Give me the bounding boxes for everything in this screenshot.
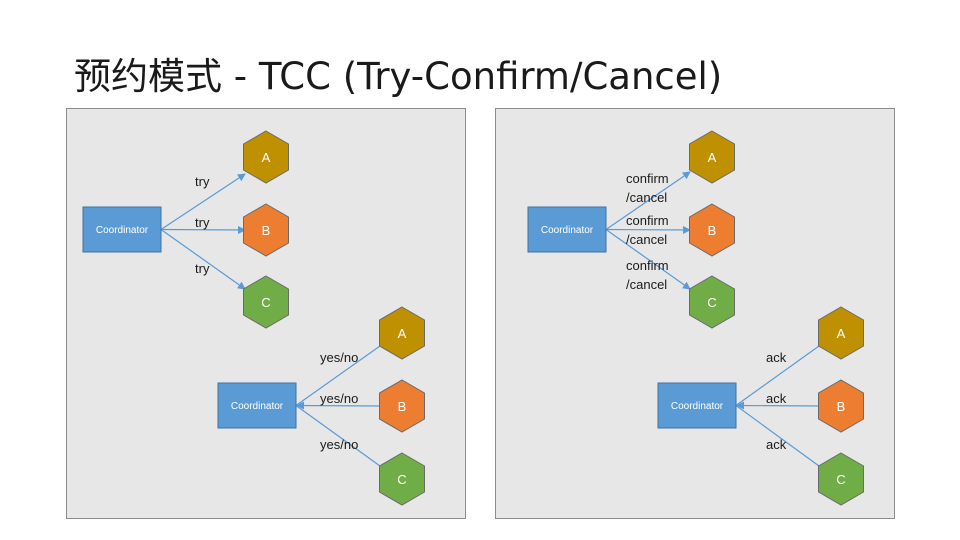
ack-label-c: ack xyxy=(766,437,787,452)
ack-arrow-b xyxy=(735,404,820,407)
participant-a-left-top-label: A xyxy=(262,150,271,165)
confirm-label-c-line-2: /cancel xyxy=(626,277,667,292)
ack-arrow-c xyxy=(735,405,820,467)
coordinator-right-bottom xyxy=(657,382,737,429)
ack-label-b: ack xyxy=(766,391,787,406)
participant-a-right-bottom-label: A xyxy=(837,326,846,341)
yesno-label-b: yes/no xyxy=(320,391,358,406)
participant-a-left-bottom xyxy=(379,306,425,360)
try-label-a: try xyxy=(195,174,210,189)
confirm-label-a-line-2: /cancel xyxy=(626,190,667,205)
confirm-arrow-b xyxy=(605,225,691,234)
coordinator-left-bottom-label: Coordinator xyxy=(231,401,284,412)
coordinator-right-bottom-label: Coordinator xyxy=(671,401,724,412)
try-arrow-b xyxy=(160,225,246,234)
participant-c-right-top xyxy=(689,275,735,329)
participant-b-left-bottom-label: B xyxy=(398,399,407,414)
coordinator-left-bottom xyxy=(217,382,297,429)
yesno-label-a: yes/no xyxy=(320,350,358,365)
coordinator-right-top-label: Coordinator xyxy=(541,225,594,236)
participant-c-left-bottom xyxy=(379,452,425,506)
ack-arrowhead xyxy=(736,401,744,410)
participant-b-right-bottom xyxy=(818,379,864,433)
participant-c-right-bottom xyxy=(818,452,864,506)
coordinator-left-top-label: Coordinator xyxy=(96,225,149,236)
coordinator-right-top xyxy=(527,206,607,253)
confirm-label-b-line-2: /cancel xyxy=(626,232,667,247)
participant-b-right-top xyxy=(689,203,735,257)
coordinator-left-top xyxy=(82,206,162,253)
ack-label-a: ack xyxy=(766,350,787,365)
confirm-label-c-line-1: confirm xyxy=(626,258,669,273)
confirm-arrow-a xyxy=(605,171,691,230)
participant-a-right-top xyxy=(689,130,735,184)
yesno-arrow-a xyxy=(295,345,381,406)
participant-b-left-bottom xyxy=(379,379,425,433)
participant-a-left-top xyxy=(243,130,289,184)
confirm-arrow-c xyxy=(605,229,691,290)
participant-c-left-top-label: C xyxy=(261,295,270,310)
yesno-label-c: yes/no xyxy=(320,437,358,452)
participant-b-left-top-label: B xyxy=(262,223,271,238)
participant-a-left-bottom-label: A xyxy=(398,326,407,341)
participant-c-left-top xyxy=(243,275,289,329)
participant-c-left-bottom-label: C xyxy=(397,472,406,487)
participant-b-left-top xyxy=(243,203,289,257)
participant-b-right-bottom-label: B xyxy=(837,399,846,414)
page-title: 预约模式 - TCC (Try-Confirm/Cancel) xyxy=(74,55,723,98)
try-label-c: try xyxy=(195,261,210,276)
yesno-arrowhead xyxy=(296,401,304,410)
participant-c-right-top-label: C xyxy=(707,295,716,310)
yesno-arrow-c xyxy=(295,405,381,467)
try-arrow-c xyxy=(160,229,246,290)
try-label-b: try xyxy=(195,215,210,230)
participant-a-right-top-label: A xyxy=(708,150,717,165)
confirm-label-b-line-1: confirm xyxy=(626,213,669,228)
participant-b-right-top-label: B xyxy=(708,223,717,238)
yesno-arrow-b xyxy=(295,404,381,407)
participant-c-right-bottom-label: C xyxy=(836,472,845,487)
ack-arrow-a xyxy=(735,345,820,406)
participant-a-right-bottom xyxy=(818,306,864,360)
try-arrow-a xyxy=(160,173,246,231)
confirm-label-a-line-1: confirm xyxy=(626,171,669,186)
